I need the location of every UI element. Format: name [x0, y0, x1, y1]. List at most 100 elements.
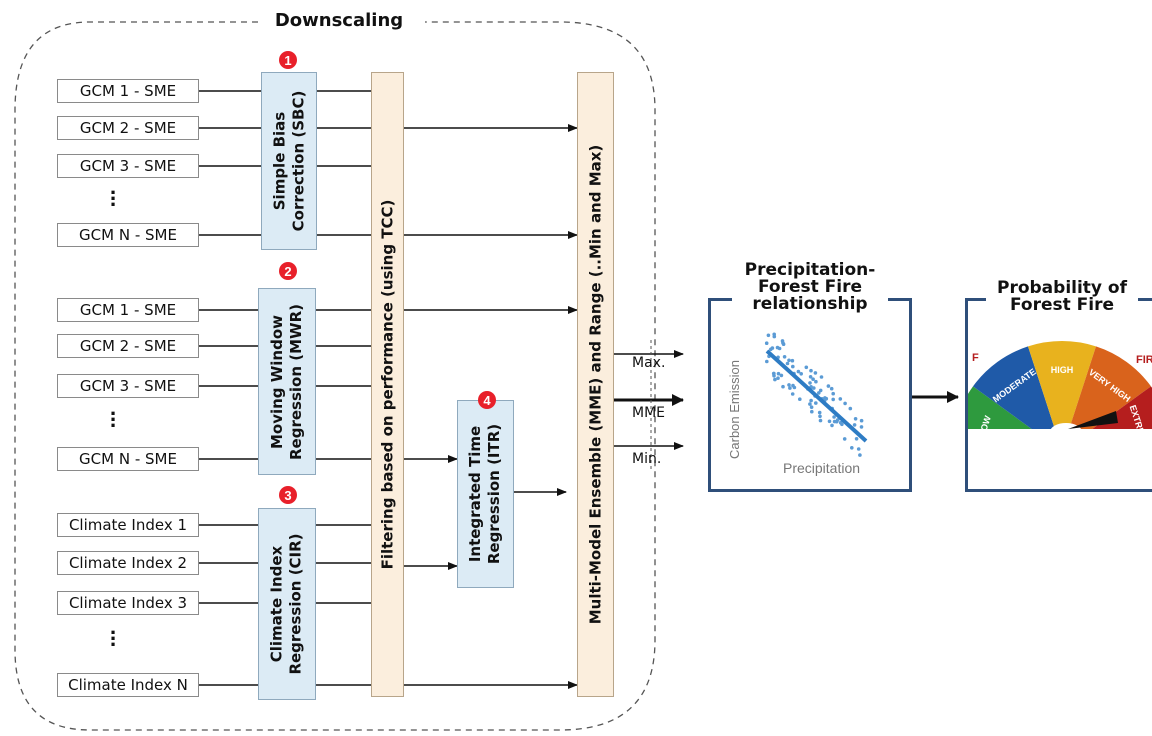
- gcm3-sme-input-a: GCM 3 - SME: [57, 154, 199, 178]
- output-max-label: Max.: [632, 355, 666, 371]
- scatter-point: [842, 437, 847, 441]
- scatter-point: [859, 418, 864, 423]
- scatter-point: [770, 346, 775, 350]
- scatter-point: [817, 410, 822, 415]
- scatter-point: [814, 379, 818, 384]
- scatter-point: [782, 355, 787, 359]
- scatter-point: [809, 398, 813, 403]
- scatter-point: [777, 346, 782, 351]
- badge-2: 2: [279, 262, 297, 280]
- cir-line1: Climate Index: [268, 545, 286, 663]
- scatter-point: [772, 334, 777, 339]
- ellipsis-dots: ...: [109, 399, 117, 432]
- scatter-point: [829, 386, 834, 391]
- scatter-point: [787, 358, 791, 363]
- scatter-point: [814, 401, 818, 405]
- scatter-point: [852, 423, 857, 427]
- ellipsis-dots: ...: [109, 618, 117, 651]
- downscaling-boundary: [14, 21, 656, 731]
- scatter-point: [819, 375, 824, 379]
- gcmn-sme-input-a: GCM N - SME: [57, 223, 199, 247]
- climate-index-1-input: Climate Index 1: [57, 513, 199, 537]
- downscaling-title: Downscaling: [264, 12, 414, 30]
- badge-3: 3: [279, 486, 297, 504]
- scatter-point: [791, 364, 795, 369]
- scatter-point: [835, 418, 840, 422]
- scatter-point: [765, 359, 769, 364]
- precip-panel-title: Precipitation- Forest Fire relationship: [732, 262, 888, 313]
- scatter-point: [776, 371, 781, 376]
- scatter-point: [856, 447, 861, 451]
- scatter-point: [854, 437, 859, 441]
- scatter-point: [780, 339, 785, 343]
- scatter-point: [827, 419, 832, 424]
- mwr-line1: Moving Window: [268, 314, 287, 449]
- precip-scatter-plot: Carbon Emission Precipitation: [727, 332, 868, 476]
- gcm2-sme-input-a: GCM 2 - SME: [57, 116, 199, 140]
- scatter-point: [818, 418, 823, 423]
- sbc-line2: Correction (SBC): [289, 90, 307, 232]
- cir-line2: Regression (CIR): [287, 533, 305, 675]
- gauge-label: HIGH: [1051, 365, 1074, 375]
- scatter-point: [809, 405, 814, 409]
- scatter-point: [831, 397, 835, 402]
- scatter-point: [790, 358, 795, 363]
- gauge-edge-left: F: [972, 352, 979, 364]
- scatter-point: [831, 391, 835, 396]
- gauge-edge-right: FIRE: [1136, 354, 1152, 366]
- gauge-segment: [973, 346, 1056, 439]
- scatter-point: [776, 376, 780, 380]
- group3-connectors: [199, 488, 578, 689]
- scatter-point: [859, 425, 864, 429]
- climate-index-3-input: Climate Index 3: [57, 591, 199, 615]
- ensemble-outputs: [614, 340, 684, 470]
- scatter-point: [853, 417, 858, 421]
- scatter-point: [766, 333, 771, 338]
- scatter-point: [811, 377, 815, 381]
- scatter-point: [813, 371, 818, 375]
- filtering-bar: Filtering based on performance (using TC…: [371, 72, 404, 697]
- scatter-point: [788, 386, 792, 390]
- climate-index-2-input: Climate Index 2: [57, 551, 199, 575]
- scatter-point: [791, 383, 795, 388]
- output-mme-label: MME: [632, 405, 666, 421]
- scatter-point: [771, 371, 776, 376]
- scatter-point: [808, 402, 812, 406]
- scatter-point: [773, 377, 777, 382]
- climate-index-n-input: Climate Index N: [57, 673, 199, 697]
- itr-line2: Regression (ITR): [485, 423, 504, 565]
- group1-connectors: [199, 90, 578, 239]
- gcm1-sme-input-b: GCM 1 - SME: [57, 298, 199, 322]
- scatter-point: [843, 401, 847, 406]
- scatter-point: [798, 397, 802, 401]
- scatter-point: [832, 415, 836, 419]
- ensemble-bar: Multi-Model Ensemble (MME) and Range (..…: [577, 72, 614, 697]
- scatter-point: [838, 420, 843, 425]
- scatter-point: [838, 397, 843, 401]
- scatter-point: [812, 386, 816, 390]
- output-min-label: Min.: [632, 451, 662, 467]
- scatter-point: [796, 369, 801, 374]
- ensemble-label: Multi-Model Ensemble (MME) and Range (..…: [586, 144, 604, 625]
- badge-4: 4: [478, 391, 496, 409]
- gcmn-sme-input-b: GCM N - SME: [57, 447, 199, 471]
- scatter-point: [804, 365, 809, 370]
- scatter-point: [779, 373, 784, 378]
- gcm1-sme-input-a: GCM 1 - SME: [57, 79, 199, 103]
- prob-panel-title: Probability of Forest Fire: [986, 280, 1138, 314]
- precip-ylabel: Carbon Emission: [727, 360, 742, 459]
- gauge-needle: [1068, 411, 1118, 429]
- scatter-point: [850, 446, 854, 450]
- sbc-line1: Simple Bias: [270, 111, 288, 211]
- scatter-point: [826, 384, 831, 388]
- scatter-point: [858, 453, 862, 457]
- scatter-point: [799, 372, 803, 376]
- mwr-line2: Regression (MWR): [287, 303, 306, 460]
- scatter-point: [785, 361, 790, 366]
